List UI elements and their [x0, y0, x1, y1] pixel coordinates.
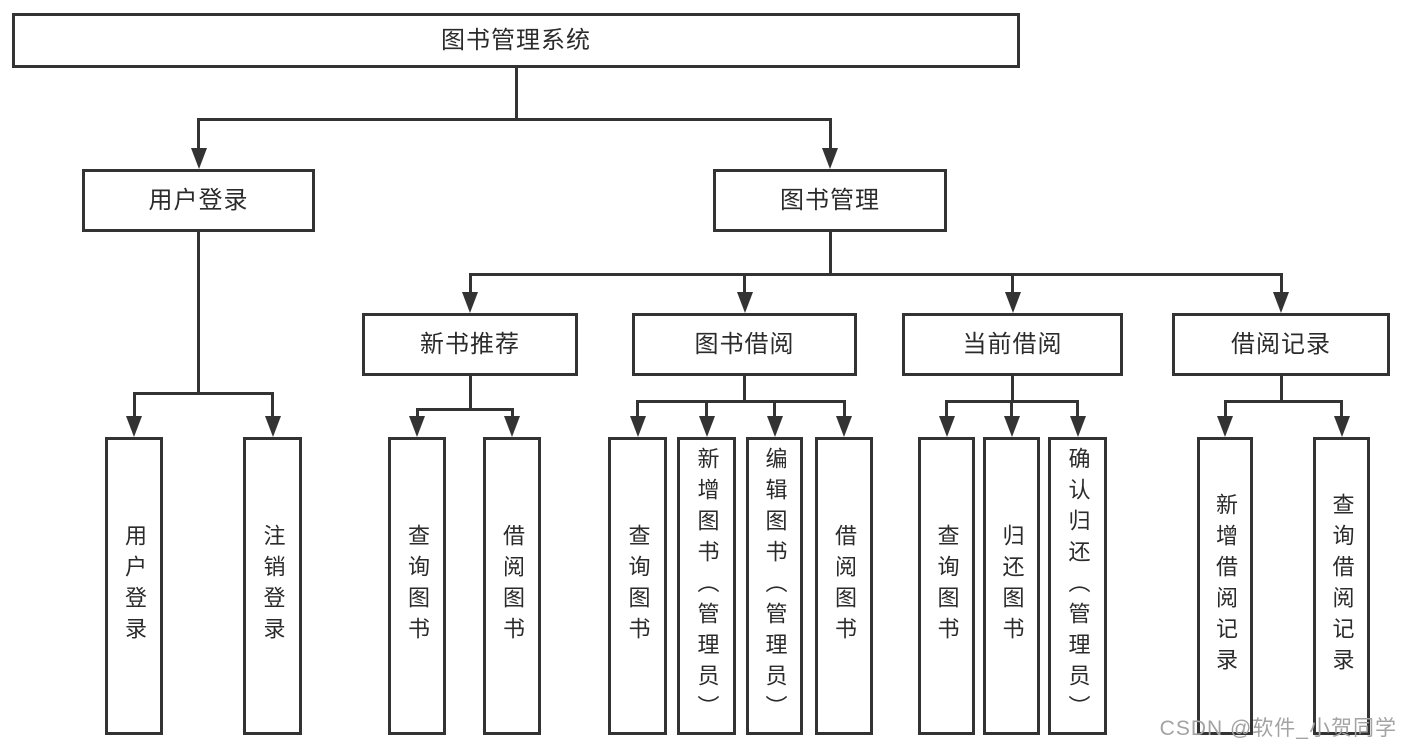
connector-arrow-tail [132, 395, 136, 417]
node-label: 当前借阅 [962, 330, 1063, 358]
arrowhead-icon [264, 416, 281, 437]
connector-arrow-tail [510, 411, 514, 417]
arrowhead-icon [1333, 416, 1350, 437]
node-label: 查询借阅记录 [1329, 493, 1355, 679]
connector-arrow-tail [1011, 276, 1014, 293]
connector-arrow-tail [636, 403, 639, 417]
connector-stem [514, 68, 518, 118]
node-label: 查询图书 [405, 524, 430, 648]
node-label: 新增借阅记录 [1213, 493, 1238, 679]
arrowhead-icon [736, 292, 753, 313]
node-bb-query-books: 查询图书 [608, 437, 667, 735]
node-label: 用户登录 [148, 186, 249, 214]
node-label: 图书借阅 [694, 330, 795, 358]
node-label: 查询图书 [934, 524, 960, 648]
arrowhead-icon [822, 148, 838, 169]
node-logout: 注销登录 [243, 437, 302, 735]
connector-arrow-tail [1010, 403, 1013, 417]
arrowhead-icon [1003, 416, 1020, 437]
connector-arrow-tail [1076, 403, 1079, 417]
node-cb-query-books: 查询图书 [918, 437, 975, 735]
connector-arrow-tail [1340, 403, 1343, 417]
connector-arrow-tail [1279, 276, 1283, 293]
node-label: 新书推荐 [420, 330, 520, 358]
node-bb-borrow-books: 借阅图书 [815, 437, 873, 735]
node-label: 借阅记录 [1231, 330, 1331, 358]
arrowhead-icon [409, 416, 425, 437]
connector-stem [1011, 376, 1014, 400]
node-br-add-record: 新增借阅记录 [1197, 437, 1253, 735]
node-label: 用户登录 [122, 524, 147, 648]
connector-arrow-tail [842, 403, 846, 417]
arrowhead-icon [126, 416, 142, 437]
node-nb-borrow-books: 借阅图书 [483, 437, 541, 735]
node-label: 查询图书 [625, 524, 651, 648]
node-label: 图书管理 [780, 186, 880, 214]
arrowhead-icon [1004, 292, 1021, 313]
node-new-book-recommend: 新书推荐 [362, 313, 578, 376]
connector-arrow-tail [945, 403, 948, 417]
connector-stem [828, 232, 832, 273]
connector-arrow-tail [828, 121, 832, 149]
connector-arrow-tail [743, 276, 746, 293]
connector-bar [468, 273, 1283, 276]
connector-arrow-tail [705, 403, 708, 417]
arrowhead-icon [462, 292, 478, 313]
connector-arrow-tail [271, 395, 274, 417]
connector-stem [1279, 376, 1283, 400]
node-label: 注销登录 [260, 524, 286, 648]
connector-arrow-tail [468, 276, 472, 293]
node-label: 新增图书（管理员） [694, 446, 720, 726]
node-cb-return-books: 归还图书 [983, 437, 1040, 735]
arrowhead-icon [1217, 416, 1233, 437]
node-br-query-record: 查询借阅记录 [1313, 437, 1370, 735]
node-current-borrowing: 当前借阅 [902, 313, 1123, 376]
connector-arrow-tail [197, 121, 200, 149]
node-borrow-records: 借阅记录 [1172, 313, 1390, 376]
node-user-login: 用户登录 [82, 169, 315, 232]
node-label: 图书管理系统 [441, 26, 591, 54]
arrowhead-icon [766, 416, 783, 437]
node-library-system: 图书管理系统 [12, 13, 1020, 68]
arrowhead-icon [698, 416, 715, 437]
connector-bar [197, 118, 832, 121]
connector-bar [1223, 400, 1343, 403]
arrowhead-icon [190, 148, 207, 169]
connector-bar [132, 392, 274, 395]
node-bb-edit-books: 编辑图书（管理员） [746, 437, 803, 735]
connector-stem [197, 232, 200, 392]
connector-bar [945, 400, 1079, 403]
arrowhead-icon [504, 416, 520, 437]
arrowhead-icon [1273, 292, 1289, 313]
node-login: 用户登录 [105, 437, 163, 735]
connector-bar [415, 408, 514, 411]
node-label: 确认归还（管理员） [1065, 446, 1091, 726]
node-label: 借阅图书 [500, 524, 525, 648]
arrowhead-icon [938, 416, 955, 437]
node-cb-confirm-return: 确认归还（管理员） [1048, 437, 1107, 735]
node-book-management: 图书管理 [713, 169, 947, 232]
arrowhead-icon [836, 416, 852, 437]
connector-arrow-tail [415, 411, 419, 417]
node-label: 归还图书 [999, 524, 1025, 648]
connector-stem [468, 376, 472, 408]
connector-bar [636, 400, 846, 403]
node-label: 借阅图书 [832, 524, 857, 648]
node-bb-add-books: 新增图书（管理员） [677, 437, 736, 735]
node-book-borrowing: 图书借阅 [632, 313, 857, 376]
node-label: 编辑图书（管理员） [762, 446, 788, 726]
watermark: CSDN @软件_小贺同学 [1159, 717, 1397, 740]
connector-arrow-tail [773, 403, 776, 417]
arrowhead-icon [1069, 416, 1086, 437]
connector-arrow-tail [1223, 403, 1227, 417]
connector-stem [743, 376, 746, 400]
node-nb-query-books: 查询图书 [388, 437, 446, 735]
arrowhead-icon [629, 416, 646, 437]
